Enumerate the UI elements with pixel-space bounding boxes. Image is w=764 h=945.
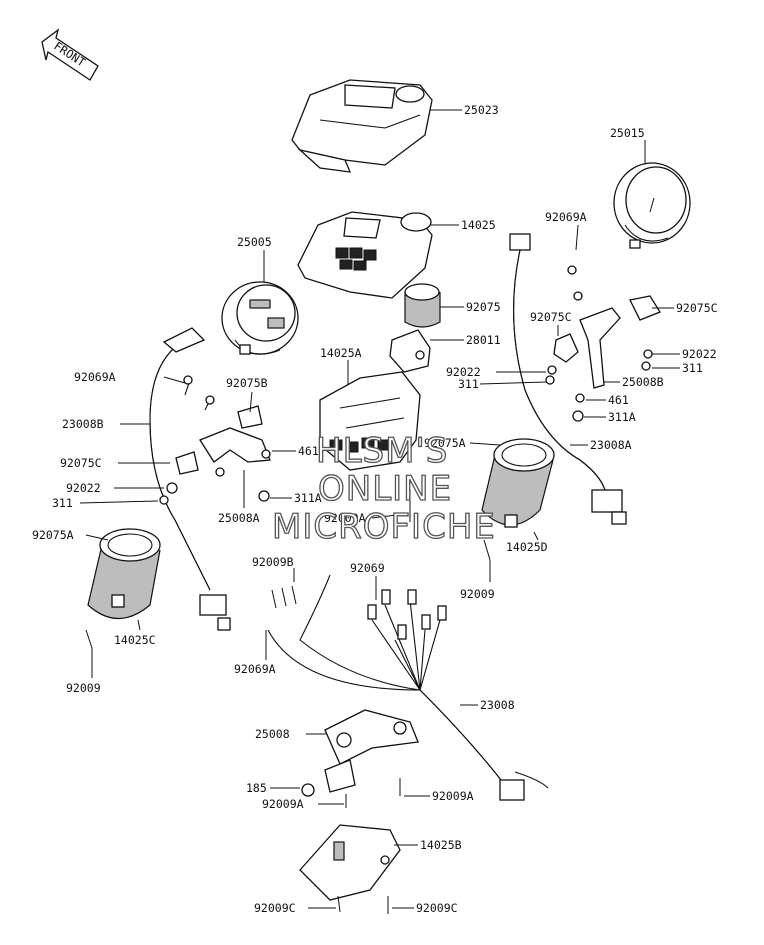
callout-92009b: 92009B: [252, 555, 294, 569]
callout-92075c-mid: 92075C: [530, 310, 572, 324]
harness-23008B: [149, 327, 231, 631]
callout-92009c-right: 92009C: [416, 901, 458, 915]
callout-labels: 25023 25015 92069A 14025 25005 92075 920…: [32, 103, 718, 915]
callout-23008: 23008: [480, 698, 515, 712]
callout-92069: 92069: [350, 561, 385, 575]
callout-311a-right: 311A: [608, 410, 636, 424]
callout-92069a-bottom: 92069A: [234, 662, 276, 676]
callout-25015: 25015: [610, 126, 645, 140]
harness-23008: [267, 574, 549, 801]
callout-311a-left: 311A: [294, 491, 322, 505]
callout-92022-mid: 92022: [446, 365, 481, 379]
callout-92075a-left: 92075A: [32, 528, 74, 542]
front-arrow-icon: FRONT: [41, 28, 99, 81]
callout-92009a-center: 92009A: [324, 511, 366, 525]
callout-92009a-bottom-right: 92009A: [432, 789, 474, 803]
watermark-line-2: ONLINE: [318, 469, 452, 509]
fasteners: [85, 349, 653, 649]
bracket-25008: [301, 709, 419, 808]
callout-25008: 25008: [255, 727, 290, 741]
callout-185: 185: [246, 781, 267, 795]
callout-461-left: 461: [298, 444, 319, 458]
leader-lines: [79, 109, 680, 909]
callout-28011: 28011: [466, 333, 501, 347]
callout-92022-right: 92022: [682, 347, 717, 361]
meter-cover-upper: [291, 79, 433, 173]
bracket-25008B: [553, 295, 661, 389]
callout-23008b: 23008B: [62, 417, 104, 431]
meter-cover-lower: [297, 211, 433, 299]
rubber-damper: [404, 283, 441, 328]
meter-housing-14025A: [319, 371, 421, 471]
callout-23008a: 23008A: [590, 438, 632, 452]
callout-92075b: 92075B: [226, 376, 268, 390]
cover-14025B: [299, 824, 401, 914]
callout-14025a: 14025A: [320, 346, 362, 360]
watermark: HLSM'S ONLINE MICROFICHE: [271, 430, 496, 547]
callout-14025: 14025: [461, 218, 496, 232]
callout-92075: 92075: [466, 300, 501, 314]
callout-92009-right: 92009: [460, 587, 495, 601]
callout-92022-left: 92022: [66, 481, 101, 495]
callout-14025b: 14025B: [420, 838, 462, 852]
meter-cup-14025D: [481, 438, 555, 528]
callout-311-right: 311: [682, 361, 703, 375]
bracket-25008A: [175, 405, 271, 475]
callout-25008b: 25008B: [622, 375, 664, 389]
socket-28011: [389, 329, 431, 373]
callout-92075a-right: 92075A: [424, 436, 466, 450]
harness-23008A: [509, 233, 627, 525]
meter-cup-14025C: [87, 528, 161, 619]
meter-25015: [613, 162, 691, 249]
watermark-line-3: MICROFICHE: [272, 507, 496, 547]
callout-311-left: 311: [52, 496, 73, 510]
callout-311-mid: 311: [458, 377, 479, 391]
callout-92075c-right: 92075C: [676, 301, 718, 315]
callout-92009c-left: 92009C: [254, 901, 296, 915]
callout-92069a-right: 92069A: [545, 210, 587, 224]
callout-92009a-bottom-left: 92009A: [262, 797, 304, 811]
callout-14025c: 14025C: [114, 633, 156, 647]
callout-461-right: 461: [608, 393, 629, 407]
callout-25005: 25005: [237, 235, 272, 249]
meter-25005: [221, 281, 299, 355]
callout-25023: 25023: [464, 103, 499, 117]
callout-14025d: 14025D: [506, 540, 548, 554]
callout-92069a-left: 92069A: [74, 370, 116, 384]
callout-25008a: 25008A: [218, 511, 260, 525]
watermark-line-1: HLSM'S: [316, 431, 448, 471]
callout-92009-left: 92009: [66, 681, 101, 695]
callout-92075c-left: 92075C: [60, 456, 102, 470]
